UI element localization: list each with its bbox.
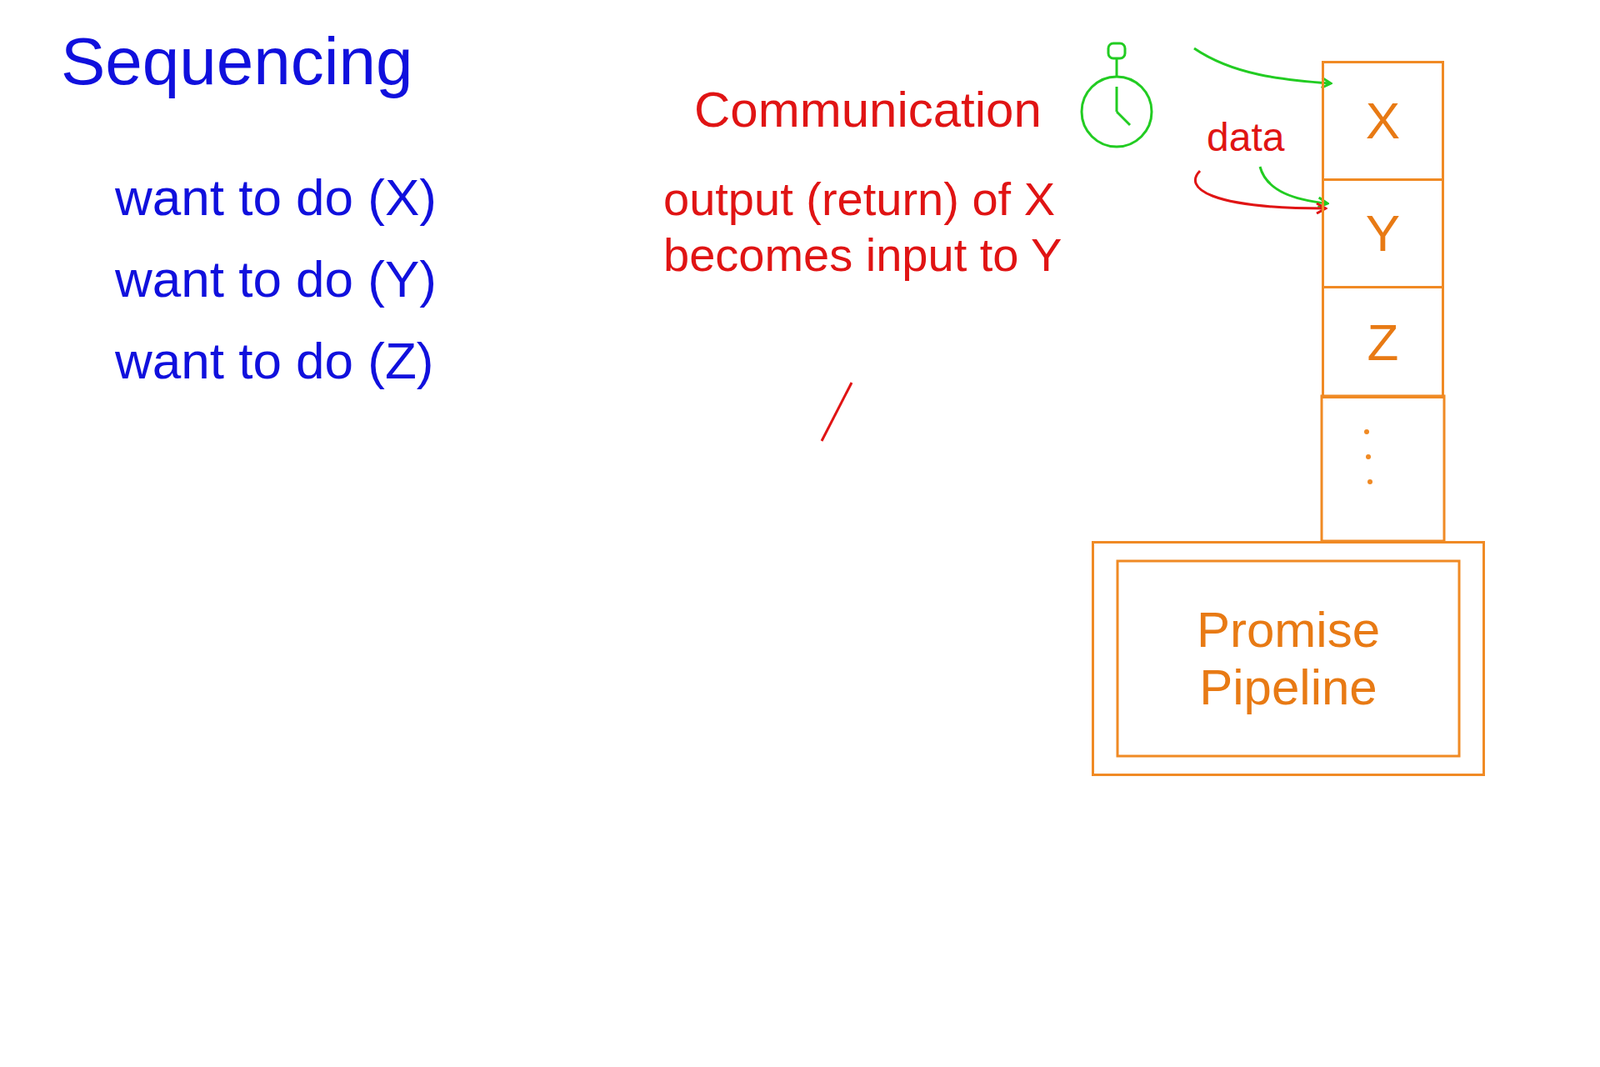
stack-cell: Z [1321,285,1445,399]
pipeline-box: Promise Pipeline [1091,540,1485,776]
task-line: want to do (Z) [115,330,434,392]
task-line: want to do (Y) [115,248,437,310]
title-text: Sequencing [60,21,414,102]
heading-note: Communication [694,80,1042,140]
data-label: data [1206,113,1285,162]
data-arrow [1260,166,1327,204]
stack-cell: X [1321,60,1445,181]
note-text: output (return) of X becomes input to Y [663,170,1064,283]
data-arrow [1194,48,1330,84]
return-arrow [1195,170,1325,209]
node-text: Promise Pipeline [1129,600,1448,716]
stack-cell [1321,395,1445,541]
node-text: Y [1365,203,1400,263]
stopwatch-icon [1081,43,1152,147]
note-stroke [821,382,852,441]
node-text: Z [1367,312,1400,372]
inner-frame [1117,560,1460,756]
stack-cell: Y [1321,178,1445,289]
ellipsis-dot [1364,429,1370,435]
node-text: X [1365,90,1400,150]
ellipsis-dot [1365,454,1371,460]
task-line: want to do (X) [115,166,437,229]
inner-frame [1094,543,1483,774]
ellipsis-dot [1367,479,1373,485]
